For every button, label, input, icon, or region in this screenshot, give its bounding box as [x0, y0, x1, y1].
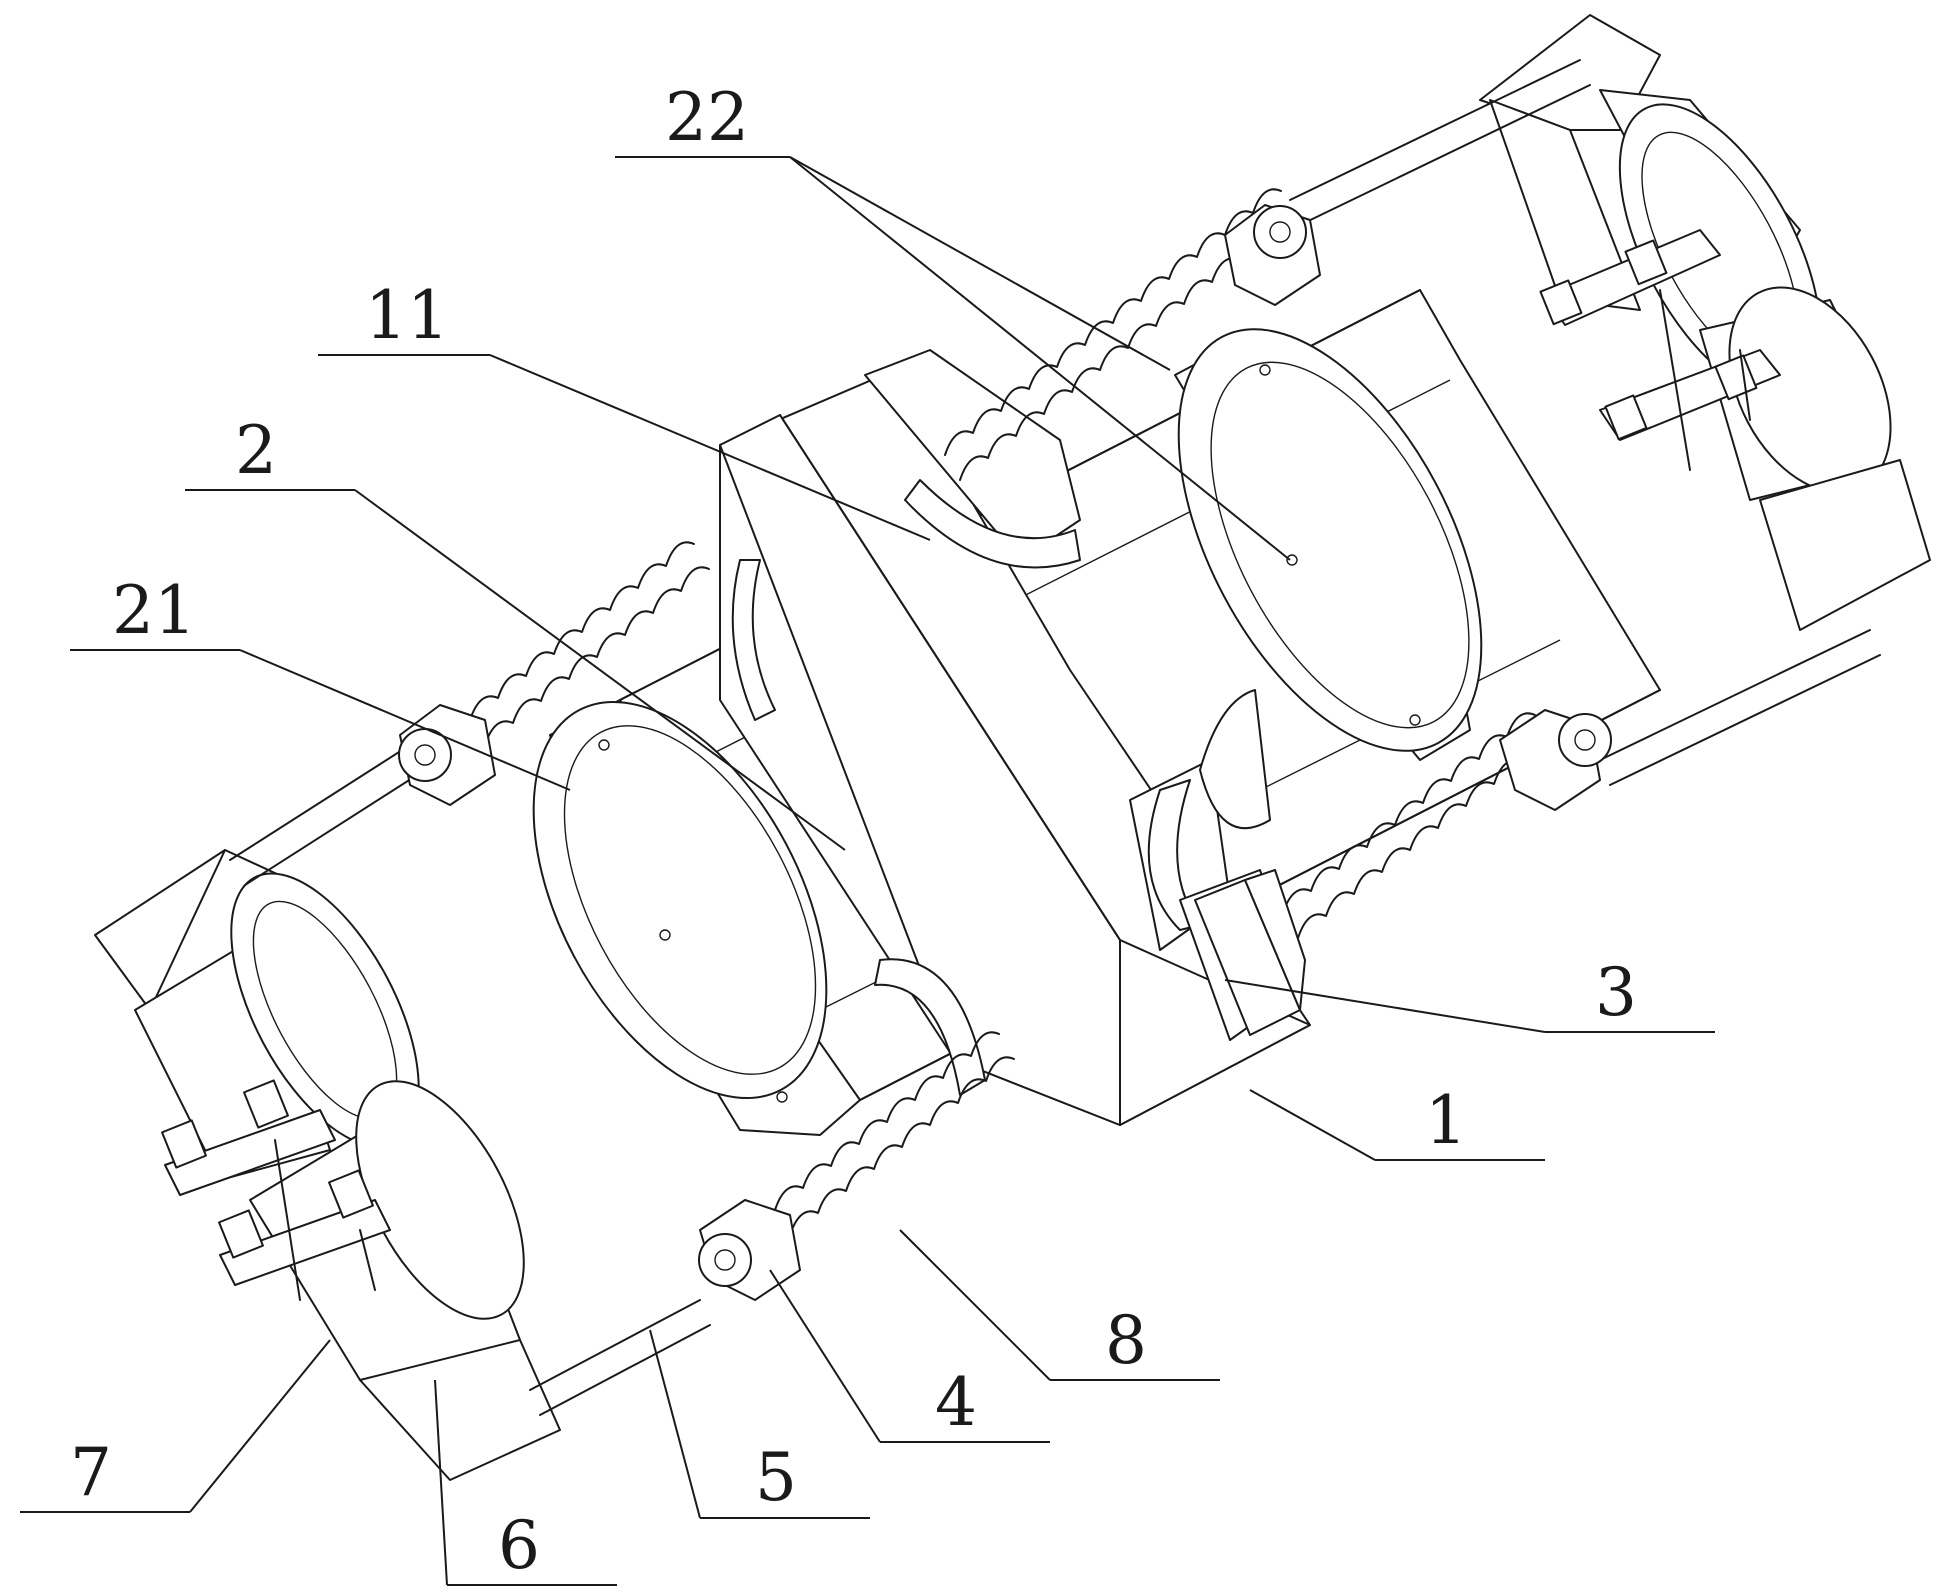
- leader-lines: [20, 156, 1715, 1586]
- rod-end-lower-left: [698, 1199, 801, 1301]
- spring-lower-right: [1254, 712, 1551, 961]
- connecting-rods: [229, 59, 1881, 1416]
- upper-clamp-assembly: [1479, 14, 1931, 631]
- callout-labels: 22 11 2 21 3 1 8 4 5 7 6: [70, 79, 1637, 1584]
- callout-1: 1: [1425, 1082, 1467, 1159]
- rod-end-upper-right: [1224, 204, 1321, 306]
- callout-8: 8: [1105, 1302, 1147, 1379]
- callout-6: 6: [498, 1507, 540, 1584]
- spring-lower-left: [774, 1031, 1015, 1236]
- callout-11: 11: [365, 277, 449, 354]
- rod-end-upper-left: [398, 704, 496, 806]
- left-flange: [532, 699, 861, 1136]
- spring-upper-left: [469, 541, 710, 746]
- callout-3: 3: [1595, 954, 1637, 1031]
- right-flange: [1174, 328, 1483, 761]
- callout-7: 7: [70, 1434, 112, 1511]
- callout-2: 2: [235, 412, 277, 489]
- callout-5: 5: [755, 1439, 797, 1516]
- lower-clamp-assembly: [94, 849, 561, 1481]
- callout-21: 21: [112, 572, 196, 649]
- callout-22: 22: [665, 79, 749, 156]
- callout-4: 4: [935, 1364, 977, 1441]
- slider-block-right: [1194, 869, 1306, 1036]
- rod-end-lower-right: [1499, 709, 1612, 811]
